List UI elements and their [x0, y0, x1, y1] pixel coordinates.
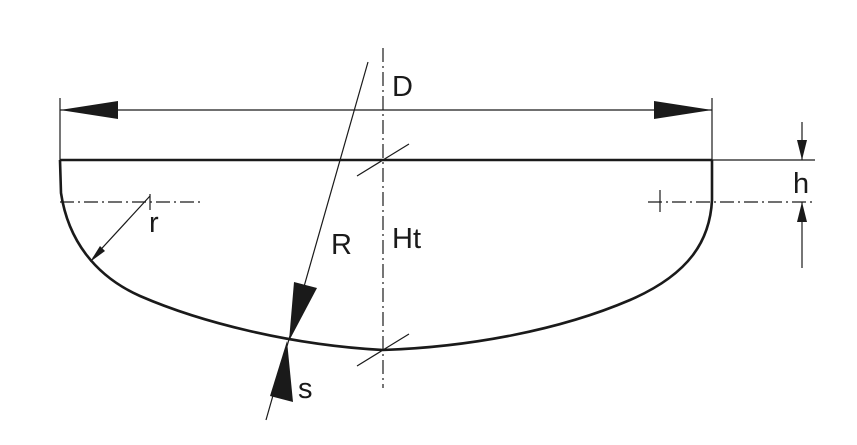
- head-outline: [58, 158, 714, 352]
- knuckle-radius-leader: [90, 194, 151, 262]
- knuckle-radius-label: r: [149, 207, 159, 239]
- crown-radius-leader: [265, 61, 369, 421]
- total-height-label: Ht: [392, 223, 421, 255]
- height-tick-bottom: [356, 333, 410, 367]
- centerlines: [60, 48, 815, 388]
- total-height-marks: [356, 143, 410, 367]
- diameter-label: D: [392, 71, 413, 103]
- flange-arrow-top: [797, 140, 807, 160]
- flange-arrow-bottom: [797, 202, 807, 222]
- height-tick-top: [356, 143, 410, 177]
- thickness-label: s: [298, 373, 313, 405]
- crown-radius-label: R: [331, 229, 352, 261]
- flange-height-label: h: [793, 168, 809, 200]
- diameter-dimension: [59, 98, 713, 160]
- thickness-arrow: [270, 341, 293, 402]
- head-profile: [58, 159, 714, 352]
- knuckle-radius-arrow: [90, 246, 105, 262]
- diameter-arrow-left: [60, 101, 118, 119]
- crown-radius-arrow: [289, 282, 317, 341]
- diameter-arrow-right: [654, 101, 712, 119]
- knuckle-radius-line: [92, 195, 151, 259]
- flange-height-dimension: [712, 122, 815, 268]
